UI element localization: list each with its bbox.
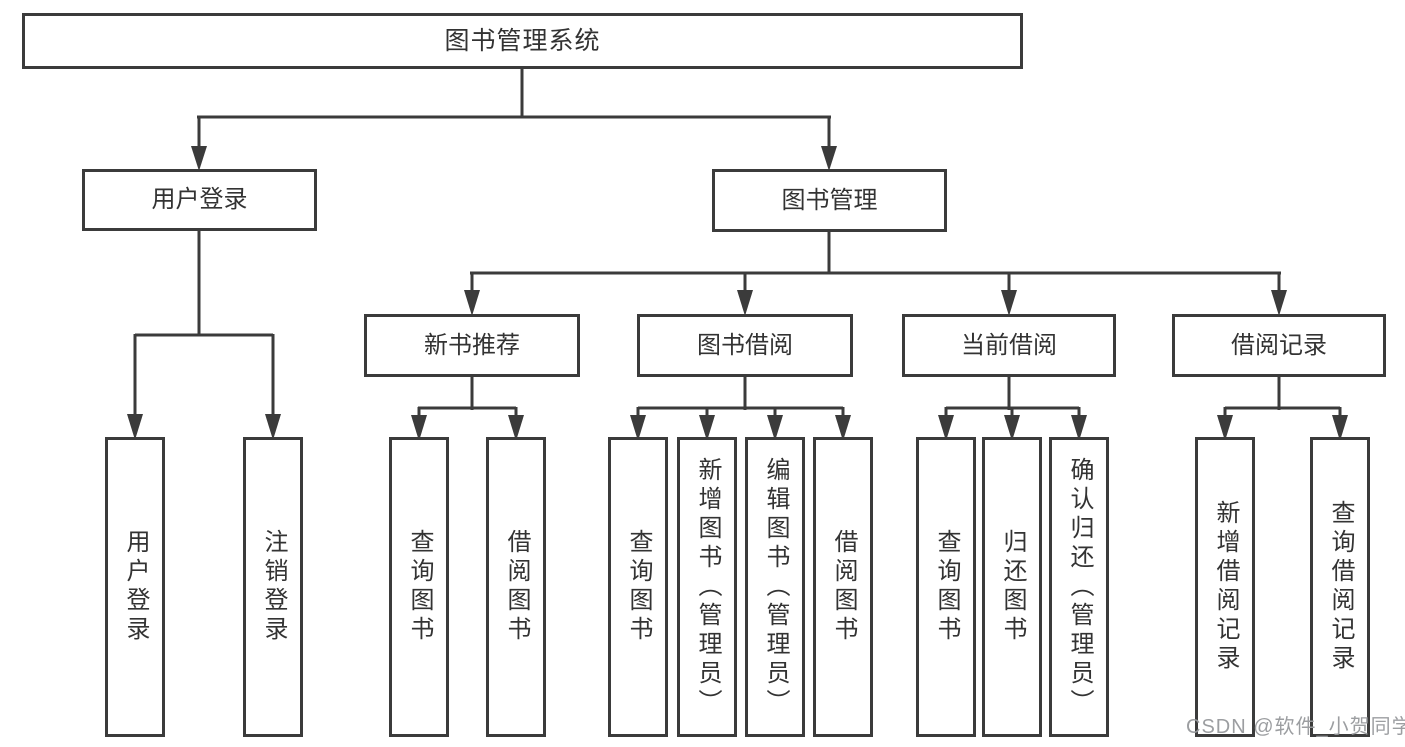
arrowhead-down-icon xyxy=(464,290,480,316)
leaf-logout: 注销登录 xyxy=(243,437,303,737)
arrowhead-down-icon xyxy=(265,414,281,440)
leaf-borrow-books-borrowing: 借阅图书 xyxy=(813,437,873,737)
arrowhead-down-icon xyxy=(127,414,143,440)
node-book-management: 图书管理 xyxy=(712,169,947,232)
node-user-login: 用户登录 xyxy=(82,169,317,231)
leaf-add-books-admin: 新增图书（管理员） xyxy=(677,437,737,737)
arrowhead-down-icon xyxy=(767,415,783,441)
leaf-edit-books-admin: 编辑图书（管理员） xyxy=(745,437,805,737)
arrowhead-down-icon xyxy=(1004,415,1020,441)
leaf-query-borrow-record: 查询借阅记录 xyxy=(1310,437,1370,737)
node-library-management-system: 图书管理系统 xyxy=(22,13,1023,69)
arrowhead-down-icon xyxy=(1001,290,1017,316)
node-new-book-recommend: 新书推荐 xyxy=(364,314,580,377)
csdn-watermark: CSDN @软件_小贺同学 xyxy=(1186,716,1405,738)
leaf-confirm-return-admin: 确认归还（管理员） xyxy=(1049,437,1109,737)
arrowhead-down-icon xyxy=(1271,290,1287,316)
arrowhead-down-icon xyxy=(1217,415,1233,441)
arrowhead-down-icon xyxy=(737,290,753,316)
arrowhead-down-icon xyxy=(835,415,851,441)
arrowhead-down-icon xyxy=(1332,415,1348,441)
arrowhead-down-icon xyxy=(508,415,524,441)
arrowhead-down-icon xyxy=(938,415,954,441)
leaf-query-books-current: 查询图书 xyxy=(916,437,976,737)
arrowhead-down-icon xyxy=(699,415,715,441)
arrowhead-down-icon xyxy=(630,415,646,441)
arrowhead-down-icon xyxy=(411,415,427,441)
node-book-borrowing: 图书借阅 xyxy=(637,314,853,377)
leaf-query-books-recommend: 查询图书 xyxy=(389,437,449,737)
leaf-add-borrow-record: 新增借阅记录 xyxy=(1195,437,1255,737)
node-borrowing-records: 借阅记录 xyxy=(1172,314,1386,377)
arrowhead-down-icon xyxy=(191,146,207,171)
node-current-borrowing: 当前借阅 xyxy=(902,314,1116,377)
leaf-return-books: 归还图书 xyxy=(982,437,1042,737)
arrowhead-down-icon xyxy=(821,146,837,171)
leaf-query-books-borrowing: 查询图书 xyxy=(608,437,668,737)
leaf-borrow-books-recommend: 借阅图书 xyxy=(486,437,546,737)
leaf-user-login: 用户登录 xyxy=(105,437,165,737)
arrowhead-down-icon xyxy=(1071,415,1087,441)
